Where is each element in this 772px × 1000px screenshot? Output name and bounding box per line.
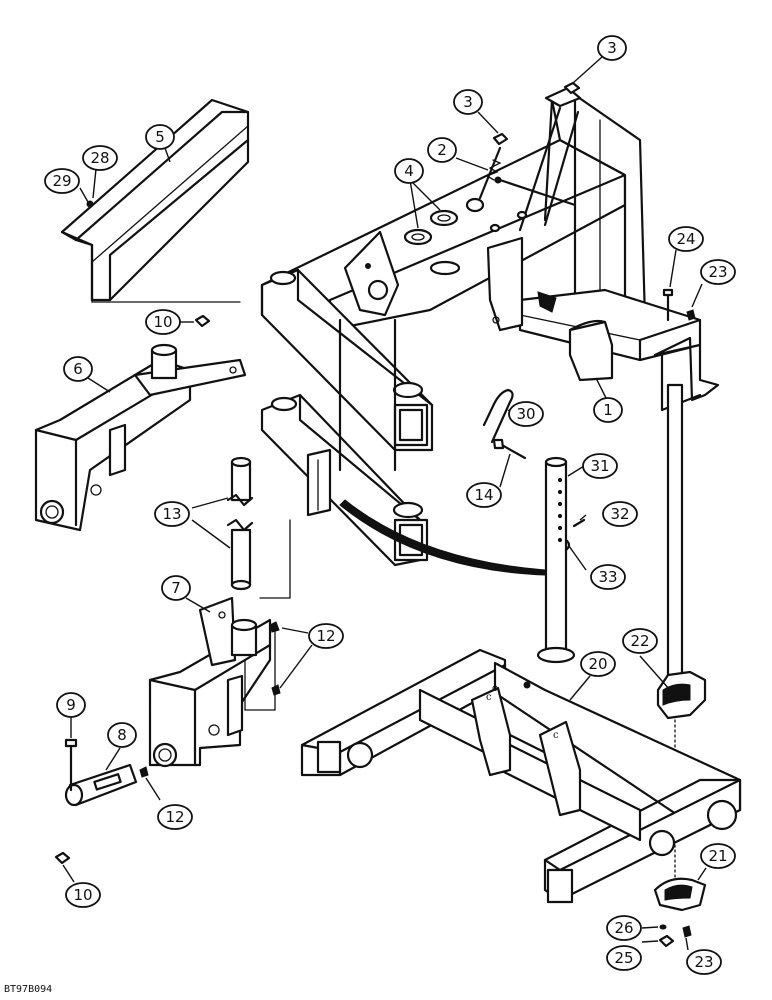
callout-5: 5: [145, 124, 175, 150]
svg-text:20: 20: [588, 655, 607, 673]
callout-2: 2: [427, 137, 457, 163]
svg-text:23: 23: [694, 953, 713, 971]
hardware: [54, 81, 696, 948]
callout-9: 9: [56, 692, 86, 718]
callout-1: 1: [593, 397, 623, 423]
callout-3-top: 3: [597, 35, 627, 61]
svg-text:29: 29: [52, 172, 71, 190]
callout-33: 33: [590, 564, 626, 590]
callout-4: 4: [394, 158, 424, 184]
svg-text:10: 10: [73, 886, 92, 904]
callout-23-upper: 23: [700, 259, 736, 285]
svg-text:c: c: [553, 730, 559, 741]
callout-26: 26: [606, 915, 642, 941]
svg-text:23: 23: [708, 263, 727, 281]
callout-20: 20: [580, 651, 616, 677]
callout-31: 31: [582, 453, 618, 479]
part-lower-left-arm: [148, 596, 272, 768]
callout-25: 25: [606, 945, 642, 971]
svg-text:3: 3: [463, 93, 473, 111]
svg-text:21: 21: [708, 847, 727, 865]
svg-text:c: c: [492, 683, 498, 694]
callout-7: 7: [161, 575, 191, 601]
svg-text:31: 31: [590, 457, 609, 475]
svg-text:3: 3: [607, 39, 617, 57]
svg-text:24: 24: [676, 230, 695, 248]
svg-text:13: 13: [162, 505, 181, 523]
part-pin-8: [64, 763, 138, 807]
svg-text:26: 26: [614, 919, 633, 937]
svg-text:c: c: [486, 692, 492, 703]
svg-text:25: 25: [614, 949, 633, 967]
callout-23-lower: 23: [686, 949, 722, 975]
callout-6: 6: [63, 356, 93, 382]
part-clamp-21: [653, 877, 707, 912]
part-jack-stand: [536, 456, 576, 664]
svg-text:33: 33: [598, 568, 617, 586]
callout-32: 32: [602, 501, 638, 527]
callout-10-lower: 10: [65, 882, 101, 908]
part-hitch-frame: c c c: [300, 648, 742, 904]
svg-text:12: 12: [165, 808, 184, 826]
svg-text:14: 14: [474, 486, 493, 504]
svg-text:32: 32: [610, 505, 629, 523]
svg-text:12: 12: [316, 627, 335, 645]
callout-10-upper: 10: [145, 309, 181, 335]
callout-24: 24: [668, 226, 704, 252]
svg-text:5: 5: [155, 128, 165, 146]
callout-30: 30: [508, 401, 544, 427]
svg-text:30: 30: [516, 405, 535, 423]
svg-text:4: 4: [404, 162, 414, 180]
part-left-arm: [34, 343, 247, 532]
callout-14: 14: [466, 482, 502, 508]
part-clamp-22: [656, 670, 707, 720]
callout-12-lower: 12: [157, 804, 193, 830]
part-main-frame: [260, 86, 720, 412]
svg-text:7: 7: [171, 579, 181, 597]
callout-29: 29: [44, 168, 80, 194]
svg-text:10: 10: [153, 313, 172, 331]
callout-3-mid: 3: [453, 89, 483, 115]
callout-28: 28: [82, 145, 118, 171]
svg-text:9: 9: [66, 696, 76, 714]
callout-8: 8: [107, 722, 137, 748]
figure-reference: BT97B094: [4, 984, 52, 995]
svg-text:8: 8: [117, 726, 127, 744]
svg-text:6: 6: [73, 360, 83, 378]
svg-text:28: 28: [90, 149, 109, 167]
callout-22: 22: [622, 628, 658, 654]
callout-21: 21: [700, 843, 736, 869]
svg-text:1: 1: [603, 401, 613, 419]
part-bolt-9: [64, 738, 78, 792]
svg-text:2: 2: [437, 141, 447, 159]
callout-13: 13: [154, 501, 190, 527]
cross-beam: [260, 268, 546, 576]
leader-lines: [62, 56, 707, 951]
callout-12-upper: 12: [308, 623, 344, 649]
part-pin-13: [226, 456, 254, 591]
svg-text:22: 22: [630, 632, 649, 650]
